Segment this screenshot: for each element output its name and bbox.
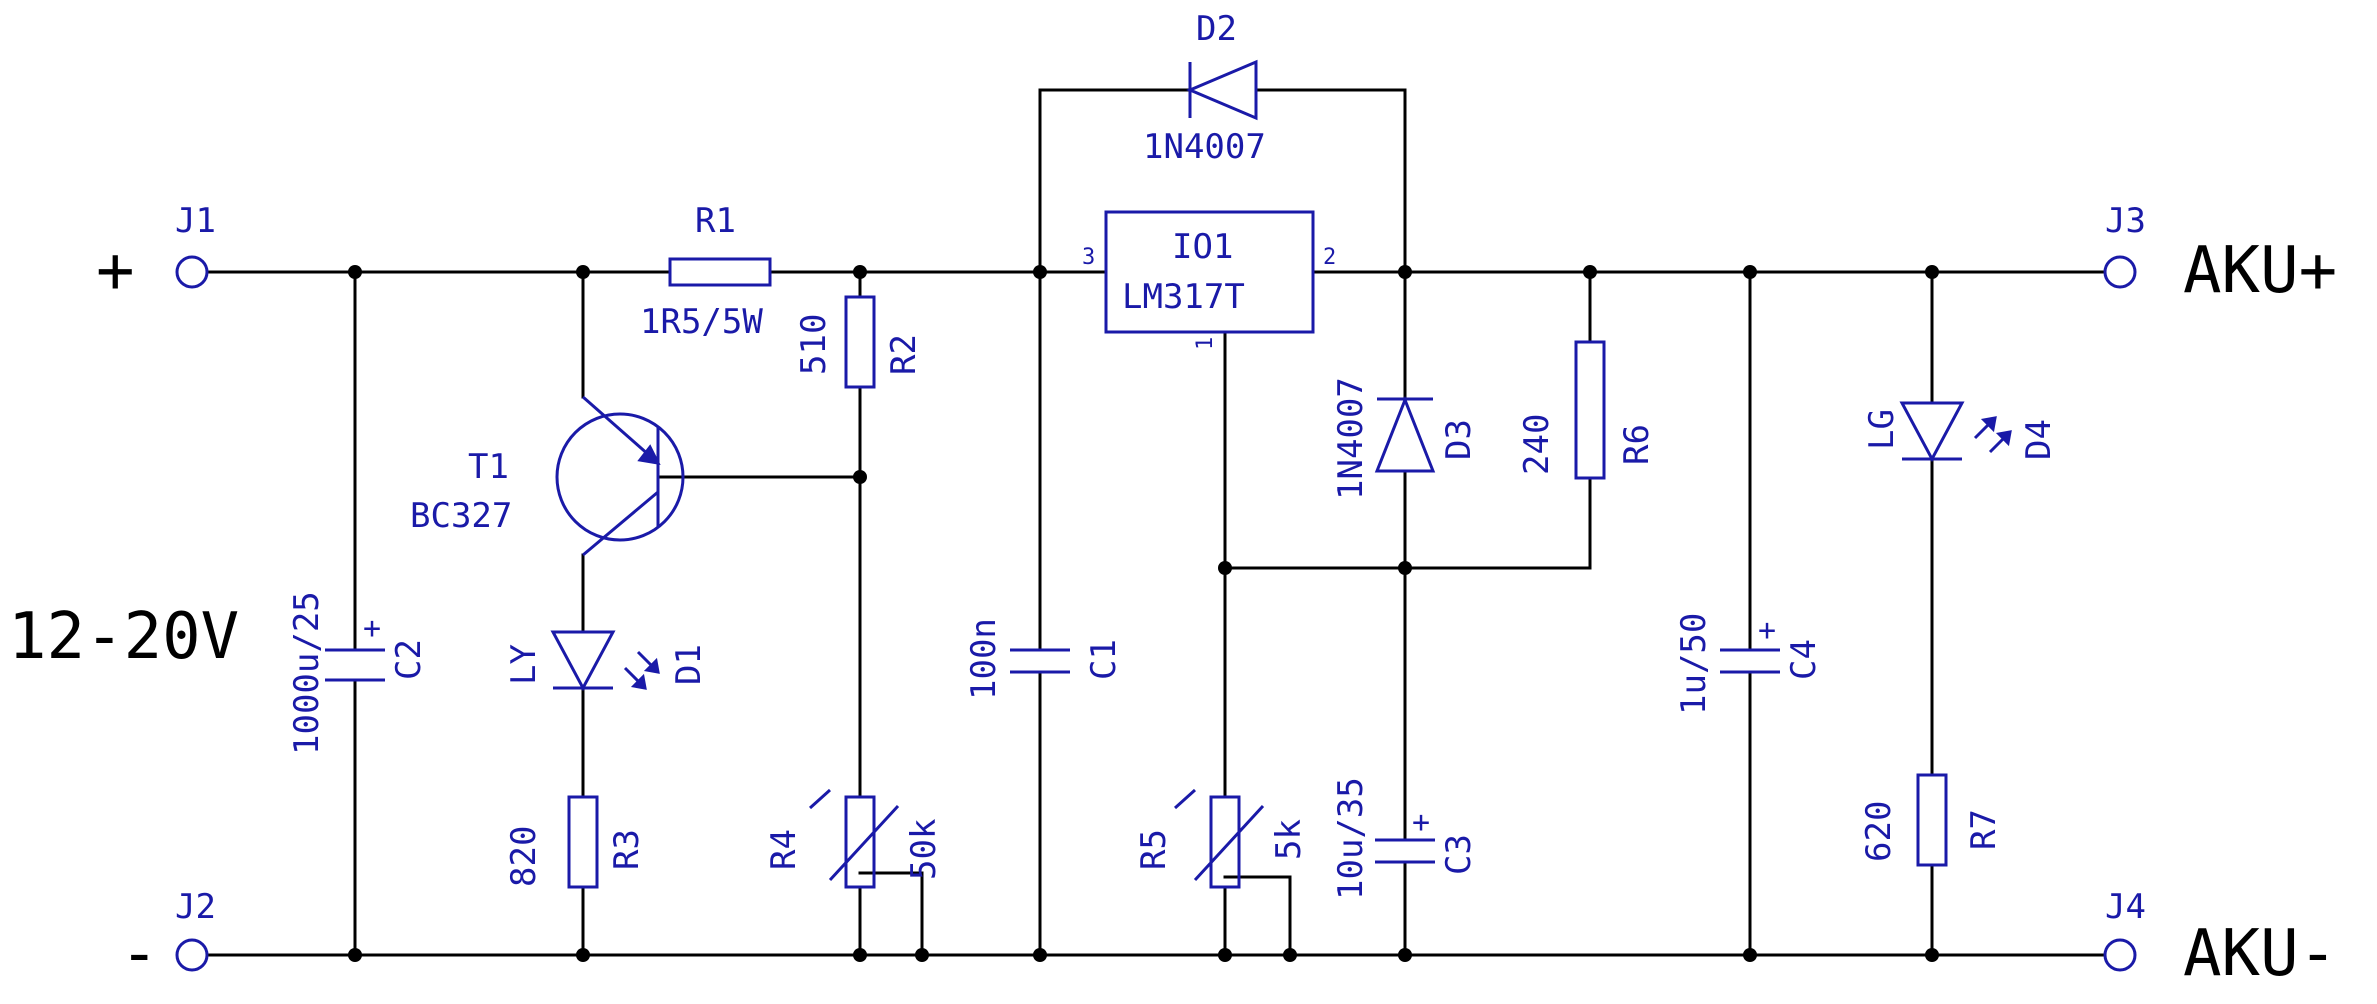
output-minus-label: AKU- (2183, 917, 2337, 991)
r7-value: 620 (1859, 801, 1899, 862)
c2-value: 1000u/25 (287, 591, 327, 755)
r7-ref: R7 (1964, 809, 2004, 850)
trimmer-r4: R4 50k (764, 788, 944, 889)
io1-pin-out: 2 (1323, 245, 1336, 270)
connector-j1: J1 (175, 201, 216, 289)
j1-label: J1 (175, 201, 216, 241)
diode-d3: 1N4007 D3 (1331, 377, 1479, 500)
io1-ref: IO1 (1172, 227, 1233, 267)
diode-d2: D2 1N4007 (1143, 9, 1266, 167)
d3-value: 1N4007 (1331, 377, 1371, 500)
d1-ref: D1 (669, 644, 709, 685)
c1-ref: C1 (1084, 639, 1124, 680)
capacitor-c3: + 10u/35 C3 (1331, 777, 1479, 900)
resistor-r2: R2 510 (794, 295, 924, 389)
connector-j3: J3 (2103, 201, 2146, 289)
j3-label: J3 (2105, 201, 2146, 241)
connector-j4: J4 (2103, 887, 2146, 972)
plus-sign: + (96, 234, 135, 308)
c4-value: 1u/50 (1674, 613, 1714, 715)
c4-ref: C4 (1784, 639, 1824, 680)
led-d1: LY D1 (504, 630, 709, 692)
c3-ref: C3 (1439, 834, 1479, 875)
r1-value: 1R5/5W (640, 302, 763, 342)
regulator-io1: IO1 LM317T 3 2 1 (1082, 210, 1336, 350)
d3-ref: D3 (1439, 419, 1479, 460)
r3-ref: R3 (607, 829, 647, 870)
d4-ref: D4 (2019, 419, 2059, 460)
led-d4: LG D4 (1862, 401, 2059, 463)
r5-ref: R5 (1134, 829, 1174, 870)
capacitor-c2: + 1000u/25 C2 (287, 591, 429, 755)
d1-value: LY (504, 644, 544, 685)
r2-value: 510 (794, 314, 834, 375)
io1-pin-adj: 1 (1193, 337, 1218, 350)
c3-value: 10u/35 (1331, 777, 1371, 900)
trimmer-r5: R5 5k (1134, 788, 1309, 889)
c4-polarity: + (1758, 613, 1776, 648)
r4-value: 50k (904, 819, 944, 880)
r6-value: 240 (1517, 414, 1557, 475)
r4-ref: R4 (764, 829, 804, 870)
r1-ref: R1 (695, 201, 736, 241)
c3-polarity: + (1412, 805, 1430, 840)
output-plus-label: AKU+ (2183, 234, 2337, 308)
j2-label: J2 (175, 887, 216, 927)
d2-ref: D2 (1196, 9, 1237, 49)
d2-value: 1N4007 (1143, 127, 1266, 167)
r2-ref: R2 (884, 334, 924, 375)
j4-label: J4 (2105, 887, 2146, 927)
supply-voltage-label: 12-20V (8, 600, 239, 674)
r5-value: 5k (1269, 819, 1309, 860)
d4-value: LG (1862, 409, 1902, 450)
capacitor-c4: + 1u/50 C4 (1674, 613, 1824, 715)
resistor-r3: 820 R3 (504, 795, 647, 889)
r3-value: 820 (504, 826, 544, 887)
transistor-t1: T1 BC327 (410, 395, 685, 557)
capacitor-c1: 100n C1 (964, 618, 1124, 700)
junction-dots (348, 265, 1939, 962)
c2-polarity: + (363, 611, 381, 646)
t1-value: BC327 (410, 496, 512, 536)
t1-ref: T1 (468, 447, 509, 487)
c2-ref: C2 (389, 639, 429, 680)
resistor-r1: R1 1R5/5W (640, 201, 772, 342)
io1-pin-in: 3 (1082, 245, 1095, 270)
connector-j2: J2 (175, 887, 216, 972)
c1-value: 100n (964, 618, 1004, 700)
resistor-r7: 620 R7 (1859, 773, 2004, 867)
io1-value: LM317T (1122, 277, 1245, 317)
resistor-r6: 240 R6 (1517, 340, 1657, 480)
r6-ref: R6 (1617, 424, 1657, 465)
minus-sign: - (120, 917, 159, 991)
